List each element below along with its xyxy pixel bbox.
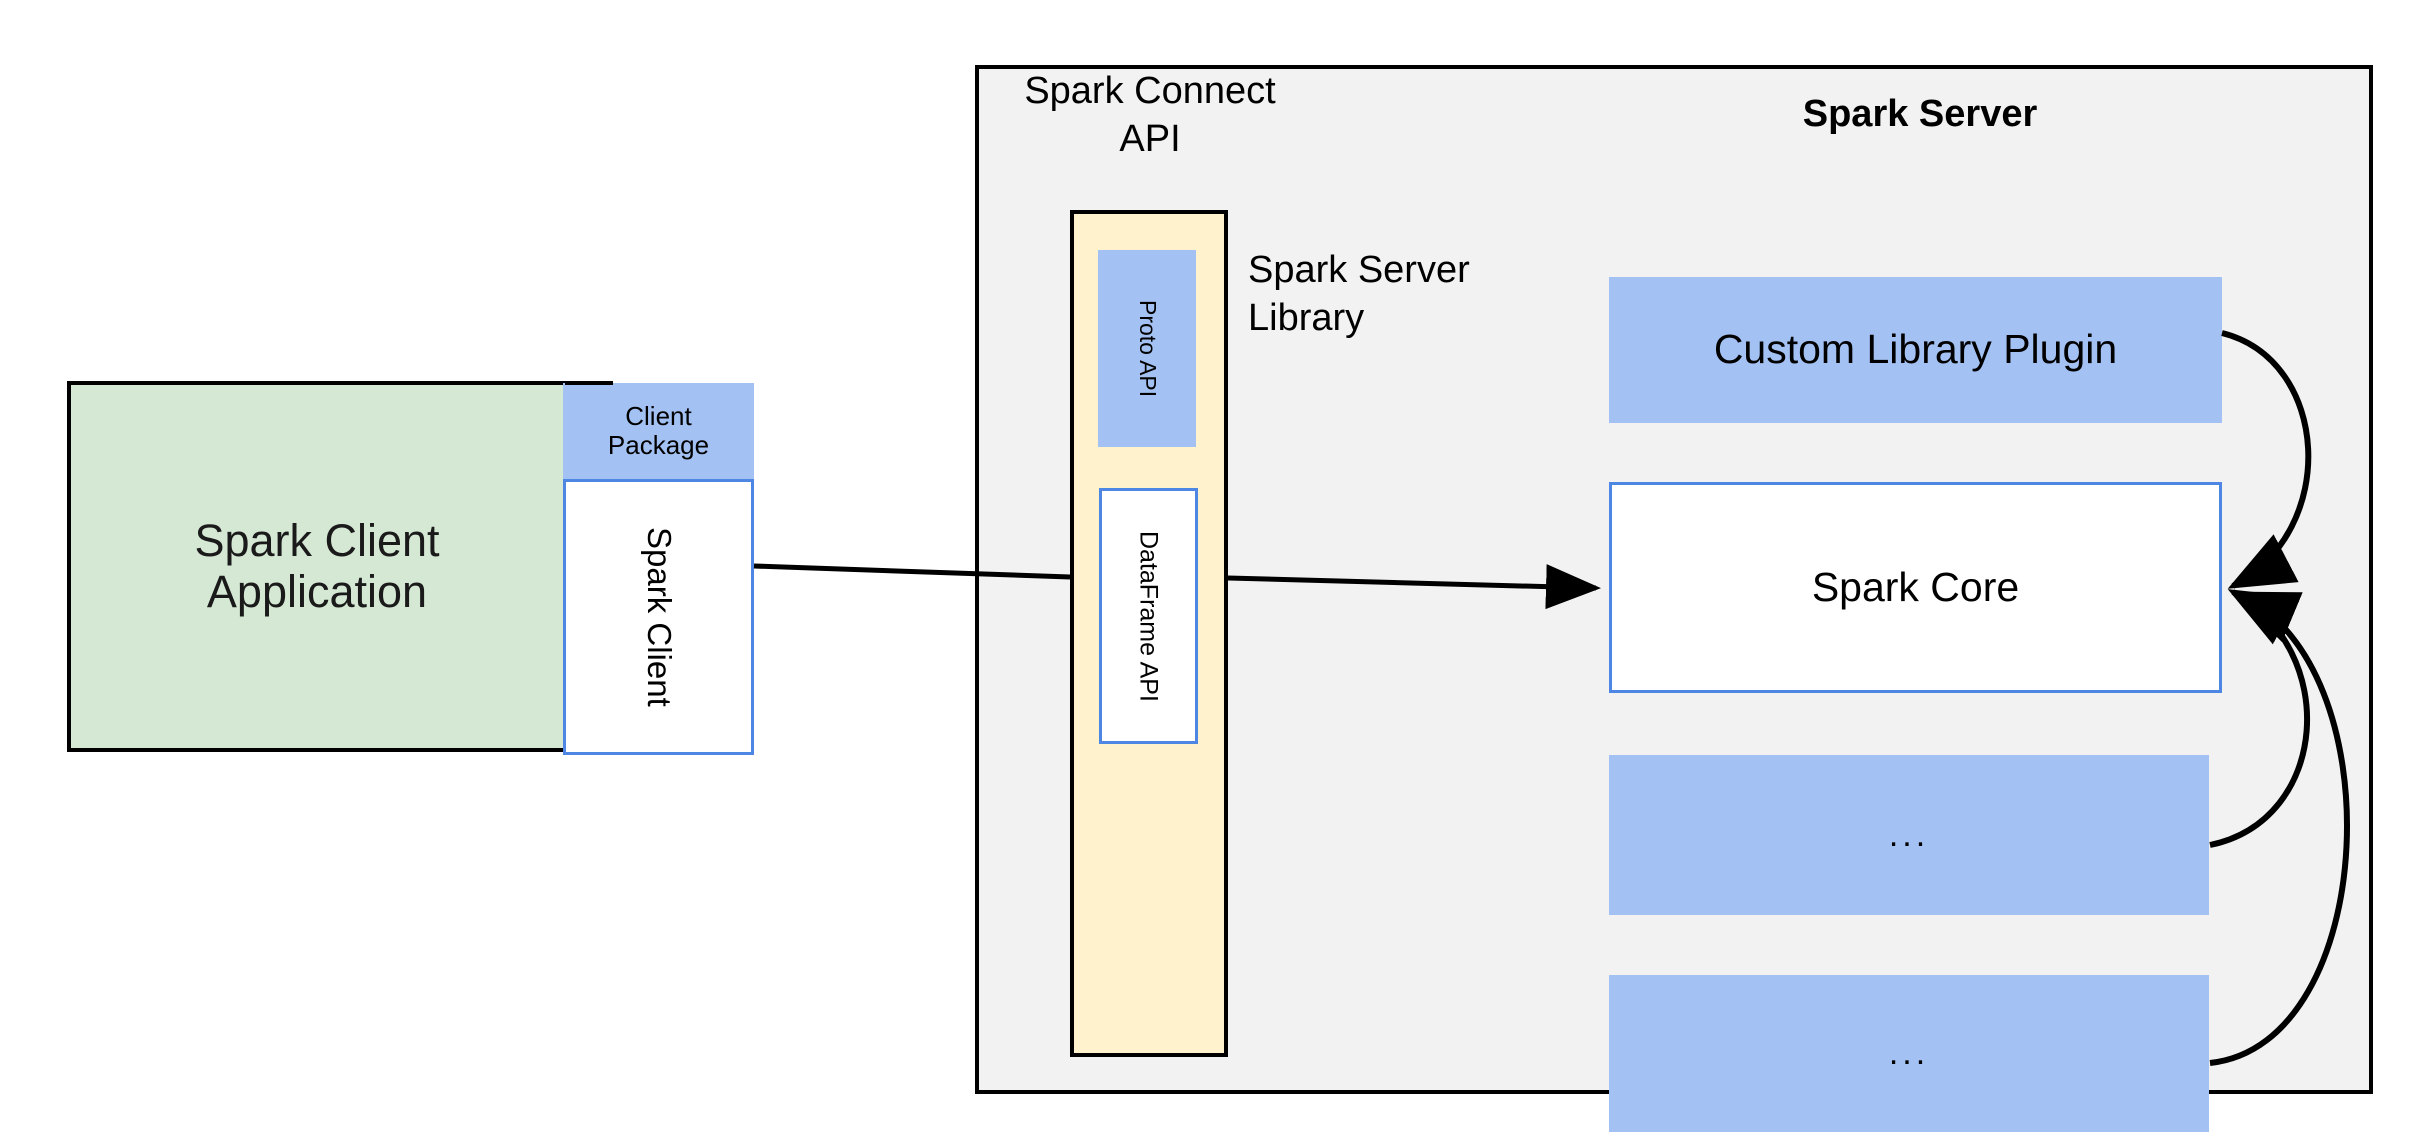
client-application-top-rule: [565, 381, 613, 385]
spark-server-library-label: Spark Server Library: [1248, 247, 1578, 342]
client-package-label-line1: Client: [625, 400, 692, 431]
additional-component-box-2[interactable]: ...: [1609, 975, 2209, 1132]
additional-component-label-1: ...: [1888, 815, 1930, 854]
custom-library-plugin-label: Custom Library Plugin: [1713, 326, 2118, 373]
spark-client-label: Spark Client: [640, 527, 678, 707]
dataframe-api-label: DataFrame API: [1134, 530, 1163, 702]
spark-client-application-label-line2: Application: [206, 565, 428, 617]
spark-connect-api-label: Spark Connect API: [1000, 68, 1300, 163]
spark-server-library-label-line2: Library: [1248, 296, 1365, 339]
custom-library-plugin-box[interactable]: Custom Library Plugin: [1609, 277, 2222, 423]
spark-client-box[interactable]: Spark Client: [563, 479, 754, 755]
proto-api-box[interactable]: Proto API: [1098, 250, 1196, 447]
spark-client-application-box[interactable]: Spark Client Application: [67, 381, 567, 752]
additional-component-label-2: ...: [1888, 1034, 1930, 1073]
client-package-box[interactable]: Client Package: [563, 383, 754, 479]
client-package-label-line2: Package: [607, 430, 710, 460]
spark-core-box[interactable]: Spark Core: [1609, 482, 2222, 693]
spark-core-label: Spark Core: [1811, 563, 2020, 610]
spark-client-application-label: Spark Client Application: [194, 515, 440, 617]
spark-client-application-label-line1: Spark Client: [194, 515, 440, 567]
dataframe-api-box[interactable]: DataFrame API: [1099, 488, 1198, 744]
spark-connect-api-label-line2: API: [1119, 117, 1181, 160]
additional-component-box-1[interactable]: ...: [1609, 755, 2209, 915]
spark-server-title: Spark Server: [1802, 93, 2038, 135]
spark-connect-api-label-line1: Spark Connect: [1024, 70, 1276, 112]
spark-server-library-label-line1: Spark Server: [1248, 249, 1470, 291]
proto-api-label: Proto API: [1134, 299, 1161, 398]
